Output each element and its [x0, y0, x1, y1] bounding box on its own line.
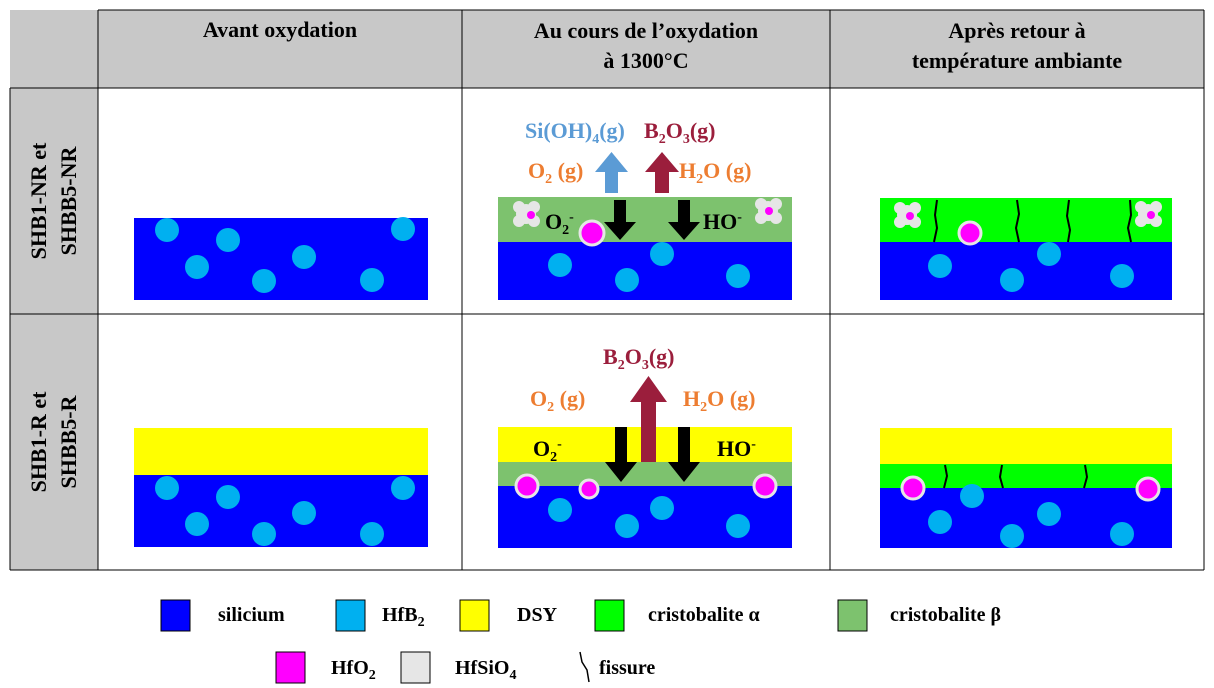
- hfsio4-grain-right: [1135, 201, 1162, 227]
- arrow-up-icon: [595, 152, 628, 193]
- cristobalite-alpha-layer: [880, 198, 1172, 242]
- legend-swatch-dsy: [459, 599, 490, 632]
- legend-label-cristobalite-beta: cristobalite β: [890, 604, 1002, 626]
- arrow-up-icon: [645, 152, 679, 193]
- legend-swatch-hfo2: [275, 651, 306, 684]
- arrow-down-icon: [604, 200, 636, 240]
- column-header-after-line2: température ambiante: [911, 48, 1123, 73]
- row-label-nr-line1: SHB1-NR et: [26, 142, 51, 260]
- row-label-background: [10, 88, 98, 570]
- label-sioh4: Si(OH)4(g): [525, 118, 625, 147]
- legend-label-hfb2: HfB2: [382, 604, 425, 630]
- legend-crack-icon: [579, 651, 590, 683]
- label-h2o-gas: H2O (g): [683, 386, 756, 415]
- silicium-layer: [498, 486, 792, 548]
- cell-nr-before: [134, 217, 428, 300]
- legend-label-hfsio4: HfSiO4: [455, 657, 517, 683]
- label-ho-ion: HO-: [703, 209, 742, 234]
- label-ho-ion: HO-: [717, 436, 756, 461]
- row-label-r-line1: SHB1-R et: [26, 391, 51, 493]
- crack-icon: [943, 464, 1089, 489]
- column-header-before-text: Avant oxydation: [202, 17, 358, 42]
- column-header-after-line1: Après retour à: [948, 18, 1086, 43]
- column-header-before: Avant oxydation: [98, 10, 462, 50]
- row-label-nr-line2: SHBB5-NR: [56, 146, 81, 256]
- column-header-during: Au cours de l’oxydation à 1300°C: [462, 10, 830, 82]
- hfo2-particle: [1135, 476, 1161, 502]
- hfsio4-grain-left: [894, 202, 921, 228]
- cristobalite-beta-layer: [498, 462, 792, 486]
- hfo2-particle: [752, 473, 778, 499]
- legend-graphics: [160, 599, 868, 684]
- legend-swatch-cristobalite-beta: [837, 599, 868, 632]
- header-background: [10, 10, 1204, 88]
- column-header-during-line2: à 1300°C: [603, 48, 689, 73]
- row-label-r: SHB1-R et SHBB5-R: [24, 314, 84, 570]
- legend-label-silicium: silicium: [218, 604, 285, 626]
- hfb2-particles: [928, 484, 1134, 548]
- hfo2-particle: [578, 478, 600, 500]
- arrow-down-icon: [605, 427, 637, 482]
- legend-label-cristobalite-alpha: cristobalite α: [648, 604, 760, 626]
- arrow-down-icon: [668, 427, 700, 482]
- legend-label-hfo2: HfO2: [331, 657, 376, 683]
- cell-r-during: [498, 376, 792, 548]
- cristobalite-beta-layer: [498, 197, 792, 242]
- hfsio4-grain-left: [513, 201, 540, 227]
- hfb2-particles: [548, 242, 750, 292]
- label-h2o-gas: H2O (g): [679, 158, 752, 187]
- hfb2-particles: [548, 496, 750, 538]
- label-b2o3: B2O3(g): [644, 118, 716, 147]
- hfo2-particle: [900, 475, 926, 501]
- column-header-after: Après retour à température ambiante: [830, 10, 1204, 82]
- cell-nr-after: [880, 198, 1172, 300]
- legend-label-fissure: fissure: [599, 657, 656, 679]
- cell-r-after: [880, 428, 1172, 548]
- row-label-r-line2: SHBB5-R: [56, 395, 81, 489]
- hfo2-particle: [514, 473, 540, 499]
- legend-swatch-hfsio4: [400, 651, 431, 684]
- hfo2-particle: [957, 220, 983, 246]
- legend-label-dsy: DSY: [517, 604, 558, 626]
- label-o2-gas: O2 (g): [530, 386, 586, 415]
- hfb2-particles: [155, 217, 415, 293]
- label-o2-gas: O2 (g): [528, 158, 584, 187]
- hfb2-particles: [155, 476, 415, 546]
- arrow-down-icon: [668, 200, 700, 240]
- row-label-nr: SHB1-NR et SHBB5-NR: [24, 88, 84, 314]
- table-grid: [9, 9, 1205, 571]
- label-o2-ion: O2-: [533, 436, 562, 465]
- dsy-layer: [880, 428, 1172, 464]
- hfb2-particles: [928, 242, 1134, 292]
- cell-r-before: [134, 428, 428, 547]
- dsy-layer: [134, 428, 428, 475]
- legend-swatch-silicium: [160, 599, 191, 632]
- label-o2-ion: O2-: [545, 209, 574, 238]
- legend-swatch-cristobalite-alpha: [594, 599, 625, 632]
- cell-nr-during: [498, 152, 792, 300]
- hfsio4-grain-right: [755, 198, 782, 224]
- column-header-during-line1: Au cours de l’oxydation: [533, 18, 759, 43]
- crack-icon: [933, 199, 1133, 243]
- label-b2o3: B2O3(g): [603, 344, 675, 373]
- hfo2-particle: [578, 219, 606, 247]
- legend-swatch-hfb2: [335, 599, 366, 632]
- arrow-up-icon: [630, 376, 667, 462]
- cristobalite-alpha-layer: [880, 464, 1172, 488]
